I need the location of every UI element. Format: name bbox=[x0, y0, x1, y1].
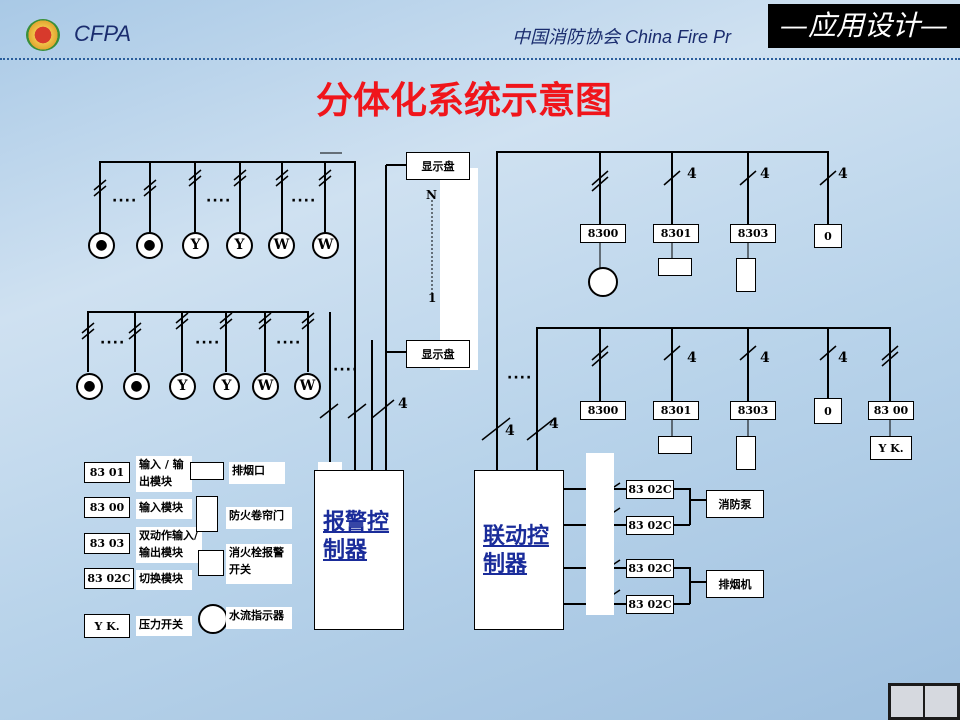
module-8300: 83 00 bbox=[868, 401, 914, 420]
page-title: 分体化系统示意图 bbox=[316, 79, 612, 122]
hydrant-switch-icon bbox=[198, 550, 224, 576]
smoke-vent-icon bbox=[658, 258, 692, 276]
water-flow-icon bbox=[588, 267, 618, 297]
prev-slide-button[interactable] bbox=[891, 686, 923, 717]
legend-code: 83 01 bbox=[84, 462, 130, 483]
ellipsis: ···· bbox=[206, 193, 232, 209]
ellipsis: ···· bbox=[112, 193, 138, 209]
fire-pump-box: 消防泵 bbox=[706, 490, 764, 518]
bus-top bbox=[99, 161, 356, 470]
legend-symbol-label: 防火卷帘门 bbox=[226, 507, 292, 529]
flame-detector-icon: W bbox=[268, 232, 295, 259]
legend-code: Y K. bbox=[84, 614, 130, 638]
wire-count: 4 bbox=[687, 166, 697, 182]
smoke-fan-box: 排烟机 bbox=[706, 570, 764, 598]
flame-detector-icon: W bbox=[312, 232, 339, 259]
legend-code: 83 00 bbox=[84, 497, 130, 518]
smoke-detector-icon: ● bbox=[136, 232, 163, 259]
heat-detector-icon: Y bbox=[213, 373, 240, 400]
legend-symbol-label: 消火栓报警开关 bbox=[226, 544, 292, 584]
alarm-controller: 报警控制器 bbox=[314, 470, 404, 630]
switch-module: 83 02C bbox=[626, 559, 674, 578]
display-panel-bottom: 显示盘 bbox=[406, 340, 470, 368]
switch-module: 83 02C bbox=[626, 595, 674, 614]
header-bar: CFPA 中国消防协会 China Fire Pr —应用设计— bbox=[0, 0, 960, 58]
switch-module: 83 02C bbox=[626, 516, 674, 535]
smoke-vent-icon bbox=[658, 436, 692, 454]
legend-symbol-label: 水流指示器 bbox=[226, 607, 292, 629]
pressure-switch-box: Y K. bbox=[870, 436, 912, 460]
next-slide-button[interactable] bbox=[925, 686, 957, 717]
legend-code: 83 02C bbox=[84, 568, 134, 589]
legend-desc: 输入 / 输出模块 bbox=[136, 456, 192, 492]
header-divider bbox=[0, 58, 960, 60]
cfpa-logo-icon bbox=[26, 19, 60, 51]
module-8300: 8300 bbox=[580, 224, 626, 243]
ellipsis: ···· bbox=[100, 335, 126, 351]
wire-count: 4 bbox=[505, 423, 515, 439]
slide-nav bbox=[888, 683, 960, 720]
smoke-detector-icon: ● bbox=[76, 373, 103, 400]
heat-detector-icon: Y bbox=[226, 232, 253, 259]
shutter-door-icon bbox=[736, 436, 756, 470]
flame-detector-icon: W bbox=[252, 373, 279, 400]
display-panel-top: 显示盘 bbox=[406, 152, 470, 180]
ellipsis: ···· bbox=[195, 335, 221, 351]
legend-desc: 双动作输入/输出模块 bbox=[136, 527, 202, 563]
panel-count-1: 1 bbox=[428, 291, 437, 305]
brand-text: CFPA bbox=[74, 21, 132, 46]
heat-detector-icon: Y bbox=[182, 232, 209, 259]
module-8303: 8303 bbox=[730, 401, 776, 420]
shutter-door-icon bbox=[736, 258, 756, 292]
alarm-controller-label: 报警控制器 bbox=[323, 510, 390, 563]
wire-count: 4 bbox=[549, 416, 559, 432]
legend-desc: 切换模块 bbox=[136, 570, 192, 590]
wire-count: 4 bbox=[398, 396, 408, 412]
smoke-detector-icon: ● bbox=[88, 232, 115, 259]
legend-symbol-label: 排烟口 bbox=[229, 462, 285, 484]
wire-count: 4 bbox=[838, 166, 848, 182]
wire-count: 4 bbox=[687, 350, 697, 366]
wire-count: 4 bbox=[760, 350, 770, 366]
bus-mid bbox=[87, 311, 309, 372]
wire-count: 4 bbox=[760, 166, 770, 182]
legend-desc: 输入模块 bbox=[136, 499, 192, 519]
linkage-controller-label: 联动控制器 bbox=[483, 524, 550, 577]
water-flow-icon bbox=[198, 604, 228, 634]
ellipsis: ···· bbox=[507, 370, 533, 386]
ellipsis: ···· bbox=[333, 362, 359, 378]
shutter-door-icon bbox=[196, 496, 218, 532]
module-8303: 8303 bbox=[730, 224, 776, 243]
org-name: 中国消防协会 China Fire Pr bbox=[512, 27, 732, 47]
smoke-vent-icon bbox=[190, 462, 224, 480]
panel-count-n: N bbox=[426, 188, 437, 202]
heat-detector-icon: Y bbox=[169, 373, 196, 400]
switch-module: 83 02C bbox=[626, 480, 674, 499]
module-8301: 8301 bbox=[653, 401, 699, 420]
hydrant-switch-box: 0 bbox=[814, 398, 842, 424]
linkage-controller: 联动控制器 bbox=[474, 470, 564, 630]
legend-code: 83 03 bbox=[84, 533, 130, 554]
smoke-detector-icon: ● bbox=[123, 373, 150, 400]
section-label: —应用设计— bbox=[768, 4, 960, 48]
module-8301: 8301 bbox=[653, 224, 699, 243]
ellipsis: ···· bbox=[291, 193, 317, 209]
hydrant-switch-box: 0 bbox=[814, 224, 842, 248]
module-8300: 8300 bbox=[580, 401, 626, 420]
wire-count: 4 bbox=[838, 350, 848, 366]
legend-desc: 压力开关 bbox=[136, 616, 192, 636]
ellipsis: ···· bbox=[276, 335, 302, 351]
flame-detector-icon: W bbox=[294, 373, 321, 400]
